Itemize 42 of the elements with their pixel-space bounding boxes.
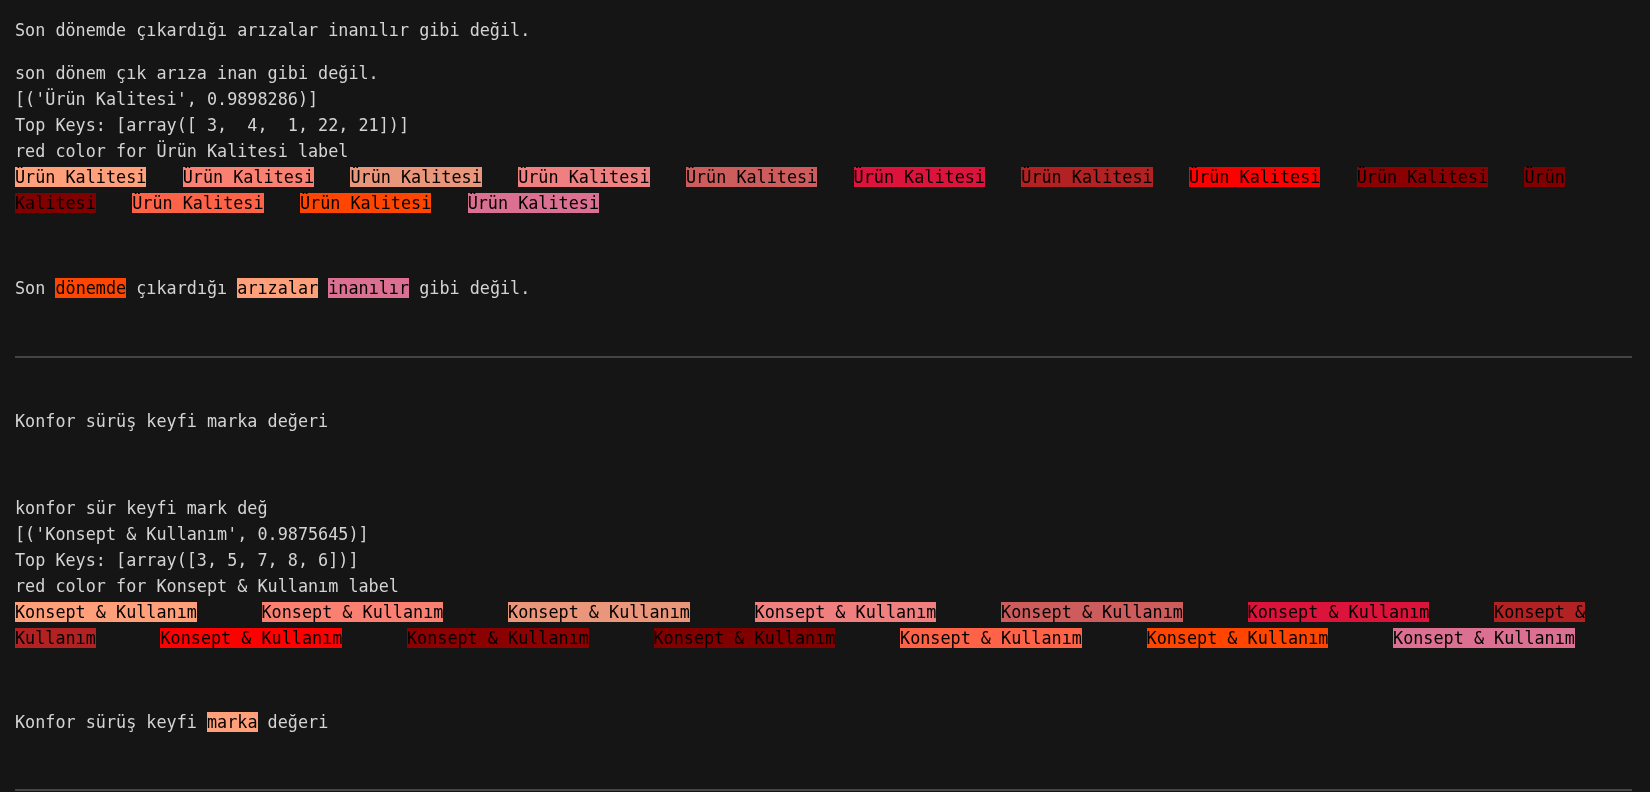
highlighted-label: Ürün Kalitesi <box>15 167 147 187</box>
output-text: Top Keys: [array([ 3, 4, 1, 22, 21])] <box>15 115 410 135</box>
highlighted-word: inanılır <box>328 278 410 298</box>
highlighted-label: Ürün Kalitesi <box>1356 167 1489 187</box>
highlighted-word: dönemde <box>55 278 127 298</box>
output-text: Son dönemde çıkardığı arızalar inanılır gibi değil. <box>15 20 531 40</box>
sentence-text: Son <box>15 278 46 298</box>
highlighted-label: Konsept & Kullanım <box>160 628 343 648</box>
sentence-text: çıkardığı <box>136 278 228 298</box>
output-text: [('Ürün Kalitesi', 0.9898286)] <box>15 89 319 109</box>
highlighted-label: Ürün Kalitesi <box>1021 167 1153 187</box>
highlighted-label: Konsept & Kullanım <box>261 602 444 622</box>
output-text: Konfor sürüş keyfi marka değeri <box>15 411 329 431</box>
highlighted-label: Ürün Kalitesi <box>685 167 818 187</box>
highlighted-label: Ürün Kalitesi <box>350 167 482 187</box>
output-text: son dönem çık arıza inan gibi değil. <box>15 63 379 83</box>
highlighted-label: Konsept & Kullanım <box>15 602 197 622</box>
output-text: red color for Konsept & Kullanım label <box>15 576 399 596</box>
highlighted-label: Konsept & Kullanım <box>407 628 589 648</box>
highlighted-label: Konsept & Kullanım <box>900 628 1082 648</box>
highlighted-label: Konsept & Kullanım <box>1001 602 1183 622</box>
highlighted-label: Ürün Kalitesi <box>299 193 432 213</box>
highlighted-label: Konsept & Kullanım <box>1146 628 1329 648</box>
highlighted-label: Ürün Kalitesi <box>182 167 315 187</box>
output-text: Top Keys: [array([3, 5, 7, 8, 6])] <box>15 550 359 570</box>
highlighted-label: Ürün Kalitesi <box>1189 167 1321 187</box>
highlighted-label: Konsept & Kullanım <box>754 602 937 622</box>
highlighted-label: Konsept & Kullanım <box>1247 602 1430 622</box>
highlighted-label: Ürün Kalitesi <box>518 167 650 187</box>
output-text: konfor sür keyfi mark değ <box>15 498 268 518</box>
highlighted-word: arızalar <box>237 278 319 298</box>
highlighted-label: Konsept & Kullanım <box>653 628 836 648</box>
highlighted-label: Konsept & Kullanım <box>508 602 690 622</box>
highlighted-label: Ürün Kalitesi <box>467 193 599 213</box>
output-text: red color for Ürün Kalitesi label <box>15 141 349 161</box>
highlighted-label: Ürün Kalitesi <box>853 167 985 187</box>
sentence-text: gibi değil. <box>419 278 531 298</box>
highlighted-label: Ürün Kalitesi <box>132 193 264 213</box>
highlighted-word: marka <box>206 712 258 732</box>
sentence-text: Konfor sürüş keyfi <box>15 712 197 732</box>
highlighted-label: Konsept & Kullanım <box>1393 628 1575 648</box>
output-text: [('Konsept & Kullanım', 0.9875645)] <box>15 524 369 544</box>
